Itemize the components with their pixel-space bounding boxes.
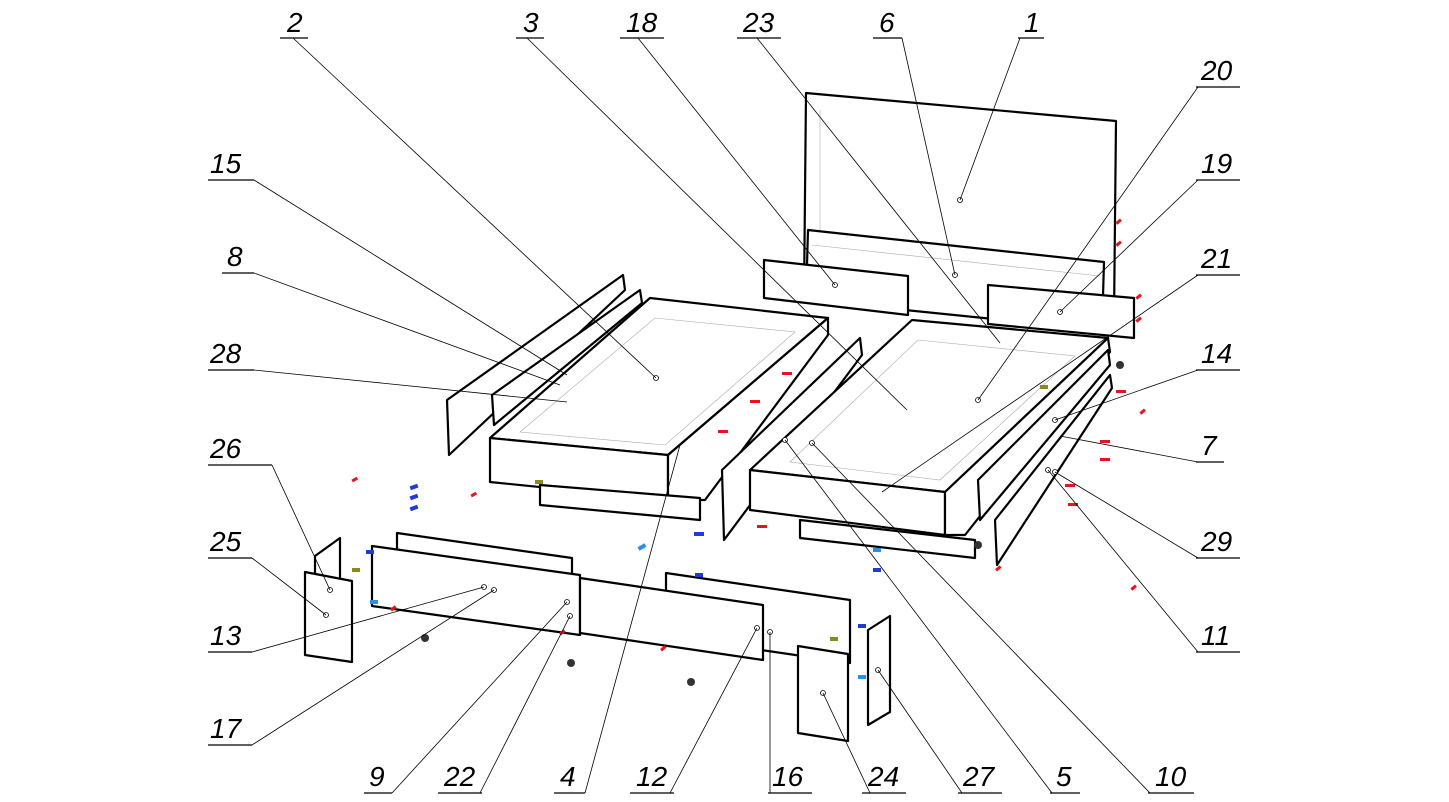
fasteners [351,218,1146,679]
callout-7: 7 [1201,430,1218,461]
left-drawer-box [488,296,830,522]
footboard-left [370,531,582,637]
callout-26: 26 [209,433,242,464]
callout-18: 18 [626,7,658,38]
callout-23: 23 [742,7,775,38]
callout-25: 25 [209,526,242,557]
callout-3: 3 [523,7,539,38]
callout-14: 14 [1201,338,1232,369]
callout-17: 17 [210,713,243,744]
callout-11: 11 [1201,620,1230,651]
callout-21: 21 [1200,243,1232,274]
footboard-right [578,571,852,665]
callout-24: 24 [867,761,899,792]
callout-8: 8 [227,241,243,272]
callout-22: 22 [443,761,476,792]
callout-16: 16 [772,761,804,792]
callout-29: 29 [1200,526,1232,557]
parts-drawing [303,91,1146,743]
callout-4: 4 [560,761,576,792]
callout-27: 27 [962,761,996,792]
callout-labels: 2 3 18 23 6 1 20 19 21 14 7 29 11 15 8 2… [208,7,1240,794]
callout-2: 2 [286,7,303,38]
feet [421,361,1124,686]
callout-15: 15 [210,148,242,179]
callout-5: 5 [1056,761,1072,792]
callout-9: 9 [369,761,385,792]
leader-lines [251,37,1199,794]
left-end-panels [303,536,354,664]
callout-19: 19 [1201,148,1232,179]
callout-12: 12 [636,761,668,792]
callout-13: 13 [210,620,242,651]
callout-20: 20 [1200,55,1233,86]
callout-6: 6 [879,7,895,38]
callout-1: 1 [1024,7,1040,38]
callout-28: 28 [209,338,242,369]
head-side-block-left [762,258,910,317]
left-long-rail [445,273,644,457]
callout-10: 10 [1155,761,1187,792]
